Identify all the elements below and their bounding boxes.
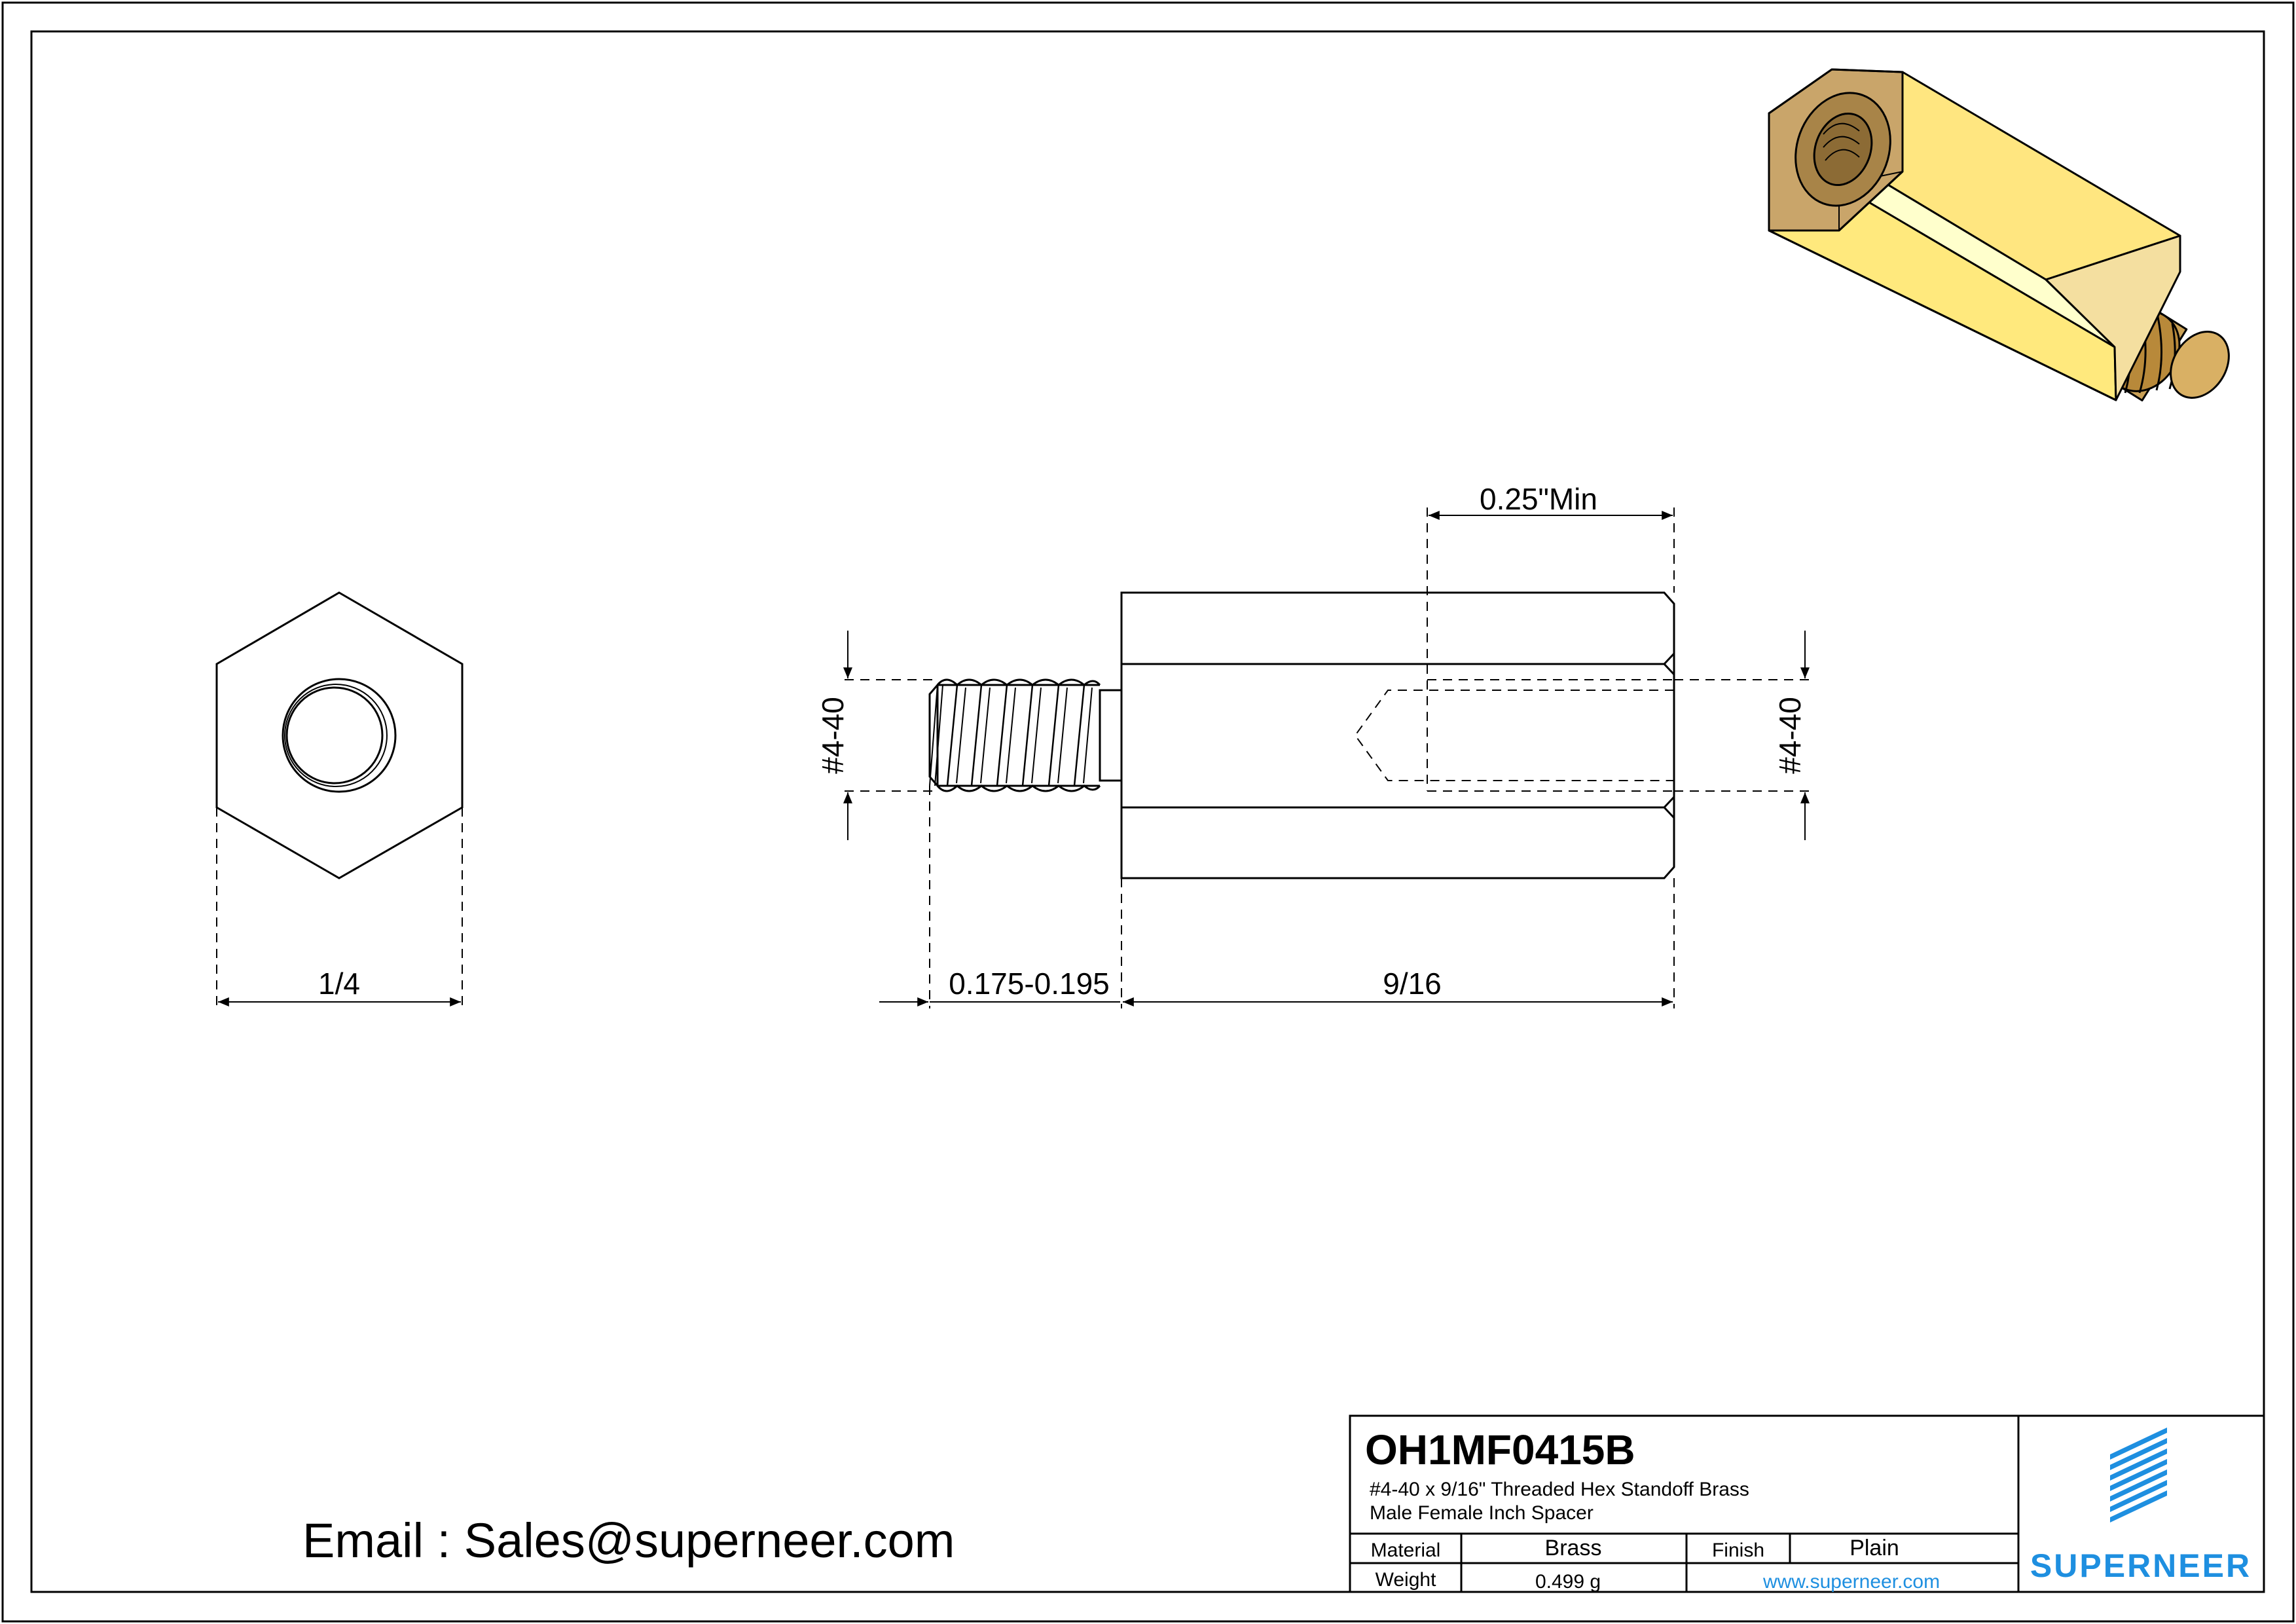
stud-length-label: 0.175-0.195	[949, 967, 1110, 1001]
weight-label: Weight	[1376, 1569, 1436, 1591]
description-line-1: #4-40 x 9/16" Threaded Hex Standoff Bras…	[1370, 1479, 1749, 1500]
hex-width-label: 1/4	[318, 967, 360, 1001]
title-block	[1349, 1414, 2265, 1593]
stud-neck	[1099, 689, 1123, 782]
description-line-2: Male Female Inch Spacer	[1370, 1502, 1594, 1524]
left-thread-label: #4-40	[816, 697, 850, 774]
website-link[interactable]: www.superneer.com	[1762, 1571, 1940, 1593]
body-length-label: 9/16	[1383, 967, 1442, 1001]
hidden-internal-thread	[1354, 679, 1674, 792]
inner-border	[30, 30, 2265, 1593]
finish-label: Finish	[1712, 1540, 1764, 1561]
thread-major-circle	[282, 678, 397, 793]
right-thread-label: #4-40	[1773, 697, 1807, 774]
superneer-logo-icon	[2110, 1428, 2167, 1522]
contact-email: Email : Sales@superneer.com	[302, 1513, 955, 1568]
iso-right-face	[2045, 234, 2181, 401]
depth-dim-label: 0.25"Min	[1480, 482, 1597, 516]
hex-end-view	[215, 591, 464, 1008]
hex-body	[1120, 591, 1675, 879]
isometric-standoff-view	[1768, 68, 2230, 401]
logo-text: SUPERNEER	[2030, 1547, 2251, 1584]
hex-outline	[215, 591, 464, 879]
threaded-stud	[928, 678, 1101, 792]
thread-minor-circle	[285, 686, 384, 784]
material-label: Material	[1371, 1540, 1441, 1561]
material-value: Brass	[1545, 1536, 1602, 1560]
part-number: OH1MF0415B	[1365, 1426, 1635, 1473]
weight-value: 0.499 g	[1535, 1571, 1601, 1593]
side-view	[843, 507, 1813, 1008]
finish-value: Plain	[1850, 1536, 1899, 1560]
